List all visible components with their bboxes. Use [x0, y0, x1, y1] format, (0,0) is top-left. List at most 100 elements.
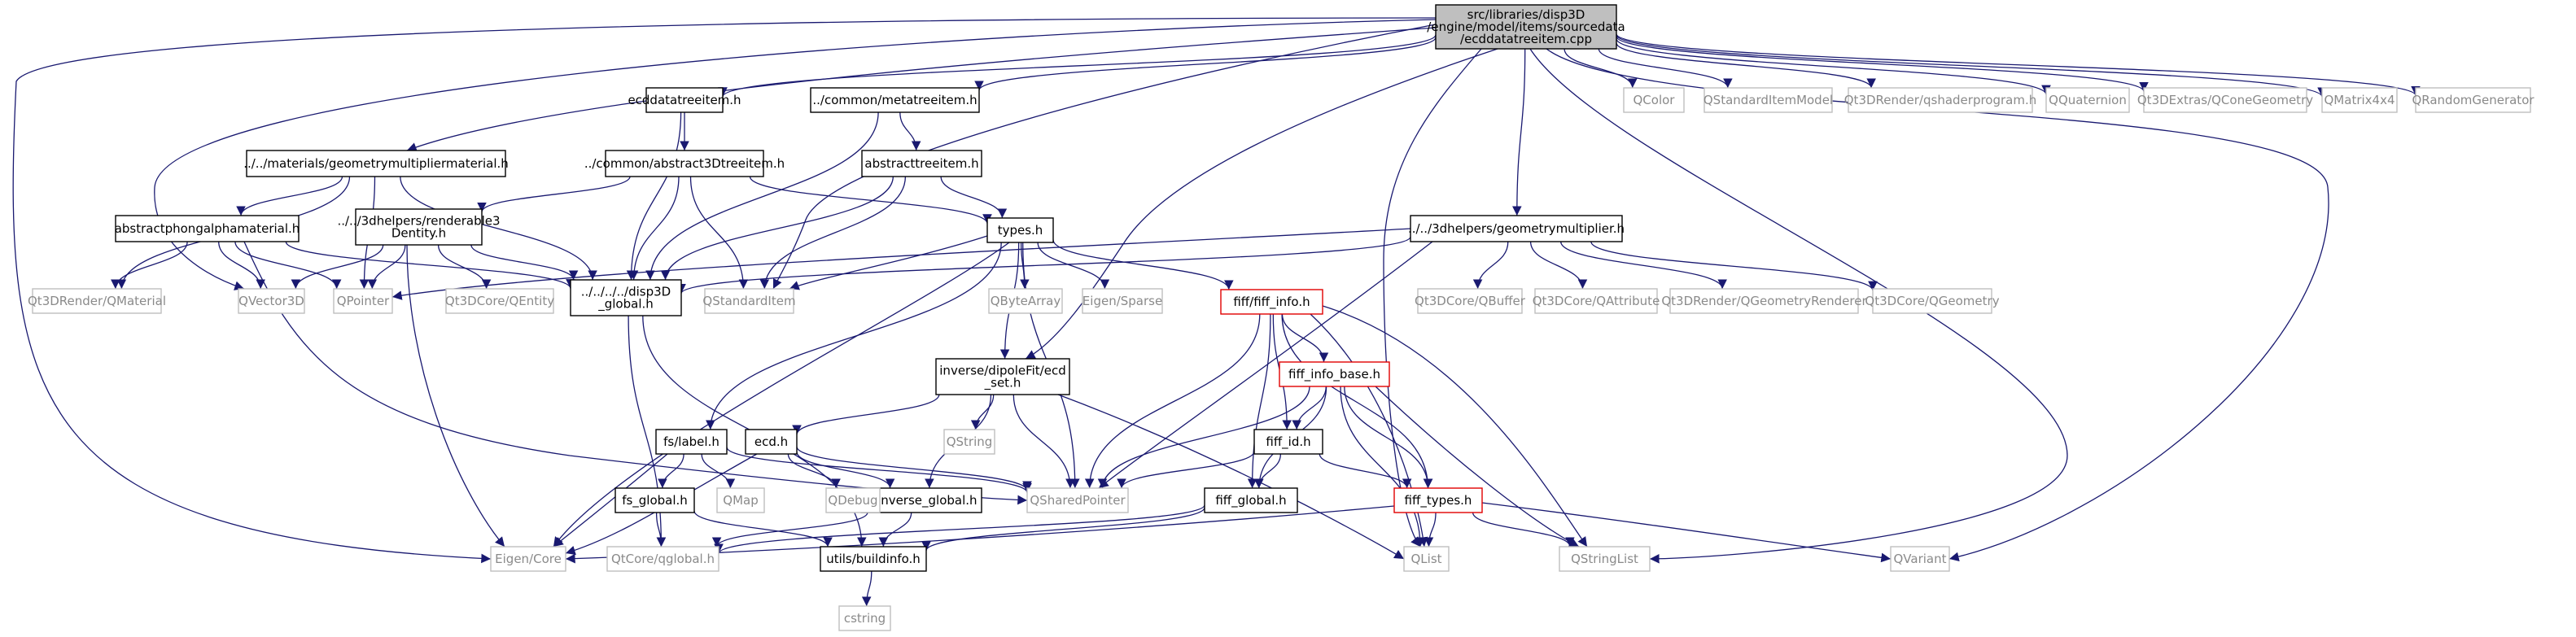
node-label-qsharedptr: QSharedPointer [1030, 493, 1126, 508]
edge-abstractphong-to-qvector3d [218, 241, 266, 290]
node-label-root: src/libraries/disp3D [1467, 7, 1585, 22]
node-label-dipolefit: inverse/dipoleFit/ecd [939, 364, 1065, 378]
node-box-eigencore [490, 546, 566, 572]
edge-abstracttreeitem-to-typesh [940, 176, 1008, 219]
edge-renderable3d-to-qpointer [367, 244, 406, 290]
node-label-fslabel: fs/label.h [663, 434, 719, 449]
node-label-qshader: Qt3DRender/qshaderprogram.h [1844, 93, 2037, 107]
edge-typesh-to-fiffinfo [1052, 239, 1234, 290]
edge-root-to-ecddatatreeitem [718, 34, 1437, 98]
node-label-root: /engine/model/items/sourcedata [1427, 20, 1625, 34]
edge-fiffid-to-fiffglobal [1253, 453, 1282, 489]
edge-fiffinfo-to-fifftypes [1281, 313, 1433, 489]
edge-ecddatatreeitem-to-disp3dglobal [626, 111, 682, 281]
node-label-qbuffer: Qt3DCore/QBuffer [1415, 294, 1526, 308]
node-qstring: QString [943, 429, 995, 455]
edge-metatreeitem-to-abstracttreeitem [899, 111, 921, 151]
node-qvector3d: QVector3D [238, 288, 305, 314]
edge-typesh-to-eigensparse [1037, 242, 1110, 290]
node-qglobal: QtCore/qglobal.h [606, 546, 719, 572]
node-box-renderable3d [355, 208, 483, 246]
node-label-qstditem: QStandardItem [702, 294, 795, 308]
node-box-ecdh [745, 429, 798, 455]
node-metatreeitem[interactable]: ../common/metatreeitem.h [810, 87, 980, 113]
node-root[interactable]: src/libraries/disp3D/engine/model/items/… [1427, 4, 1625, 50]
node-fiffinfo[interactable]: fiff/fiff_info.h [1220, 289, 1323, 315]
node-box-eigensparse [1082, 288, 1163, 314]
node-label-disp3dglobal: _global.h [597, 297, 654, 312]
edge-abstract3d-to-qstditem [689, 176, 749, 290]
node-fiffid[interactable]: fiff_id.h [1253, 429, 1323, 455]
node-abstracttreeitem[interactable]: abstracttreeitem.h [861, 150, 982, 177]
node-geommultmat[interactable]: ../../materials/geometrymultipliermateri… [243, 150, 509, 177]
node-disp3dglobal[interactable]: ../../../../disp3D_global.h [570, 279, 682, 316]
node-box-ecddatatreeitem [645, 87, 724, 113]
edge-fslabel-to-fsglobal [658, 453, 684, 489]
node-box-qmap [716, 487, 765, 513]
node-label-geommult: ../../3dhelpers/geometrymultiplier.h [1408, 221, 1625, 236]
edge-root-to-qstdmodel [1598, 48, 1733, 89]
edge-geommultmat-to-disp3dglobal [400, 176, 597, 281]
node-box-qstditem [704, 288, 794, 314]
node-box-buildinfo [820, 546, 927, 572]
edge-fiffid-to-fifftypes [1319, 453, 1412, 489]
node-box-geommultmat [246, 150, 506, 177]
node-label-eigensparse: Eigen/Sparse [1082, 294, 1162, 308]
edge-fiffglobal-to-buildinfo [921, 507, 1205, 552]
node-eigencore: Eigen/Core [490, 546, 566, 572]
node-dipolefit[interactable]: inverse/dipoleFit/ecd_set.h [935, 358, 1070, 395]
node-abstractphong[interactable]: abstractphongalphamaterial.h [115, 215, 300, 242]
node-label-ecdh: ecd.h [754, 434, 788, 449]
node-box-abstract3d [605, 150, 764, 177]
edge-fifftypes-to-qlist [1424, 512, 1437, 548]
node-fsglobal[interactable]: fs_global.h [614, 487, 695, 513]
node-box-disp3dglobal [570, 279, 682, 316]
node-label-fsglobal: fs_global.h [622, 493, 688, 508]
edge-dipolefit-to-qlist [1057, 394, 1405, 560]
edge-root-to-dipolefit [1025, 48, 1498, 360]
edge-root-to-qquat [1616, 38, 2051, 95]
node-ecddatatreeitem[interactable]: ecddatatreeitem.h [628, 87, 741, 113]
node-ecdh[interactable]: ecd.h [745, 429, 798, 455]
node-invglobal[interactable]: ../inverse_global.h [860, 487, 982, 513]
node-label-qvector3d: QVector3D [238, 294, 304, 308]
node-eigensparse: Eigen/Sparse [1082, 288, 1163, 314]
edge-geommult-to-qgeomrenderer [1560, 241, 1727, 290]
edge-abstracttreeitem-to-disp3dglobal [660, 176, 894, 281]
edge-fiffinfo-to-fiffglobal [1247, 313, 1271, 489]
node-box-qdebug [825, 487, 881, 513]
node-box-fslabel [655, 429, 728, 455]
node-label-qmap: QMap [723, 493, 758, 508]
edge-buildinfo-to-cstring [861, 570, 873, 607]
node-box-dipolefit [935, 358, 1070, 395]
node-label-qentity: Qt3DCore/QEntity [445, 294, 554, 308]
edge-root-to-geommultmat [406, 27, 1437, 152]
node-label-qrandom: QRandomGenerator [2412, 93, 2534, 107]
node-fslabel[interactable]: fs/label.h [655, 429, 728, 455]
node-box-typesh [986, 217, 1054, 243]
edge-dipolefit-to-qstring [970, 394, 995, 430]
node-box-metatreeitem [810, 87, 980, 113]
node-abstract3d[interactable]: ../common/abstract3Dtreeitem.h [584, 150, 785, 177]
edge-fslabel-to-eigencore [553, 453, 668, 548]
node-label-qstring: QString [947, 434, 993, 449]
node-box-fiffid [1253, 429, 1323, 455]
node-fiffglobal[interactable]: fiff_global.h [1204, 487, 1298, 513]
node-box-qcone [2143, 87, 2307, 113]
node-buildinfo[interactable]: utils/buildinfo.h [820, 546, 927, 572]
node-box-root [1435, 4, 1617, 50]
node-qcone: Qt3DExtras/QConeGeometry [2137, 87, 2313, 113]
node-fifftypes[interactable]: fiff_types.h [1393, 487, 1483, 513]
node-label-qmaterial: Qt3DRender/QMaterial [28, 294, 166, 308]
node-fiffinfobase[interactable]: fiff_info_base.h [1279, 361, 1390, 387]
edge-root-to-qmatrix [1616, 34, 2327, 98]
edge-invglobal-to-buildinfo [878, 512, 912, 548]
node-typesh[interactable]: types.h [986, 217, 1054, 243]
node-box-geommult [1410, 215, 1623, 242]
node-box-qcolor [1623, 87, 1685, 113]
node-box-qlist [1403, 546, 1450, 572]
node-qstdmodel: QStandardItemModel [1703, 87, 1833, 113]
node-box-qstdmodel [1703, 87, 1833, 113]
node-geommult[interactable]: ../../3dhelpers/geometrymultiplier.h [1408, 215, 1625, 242]
